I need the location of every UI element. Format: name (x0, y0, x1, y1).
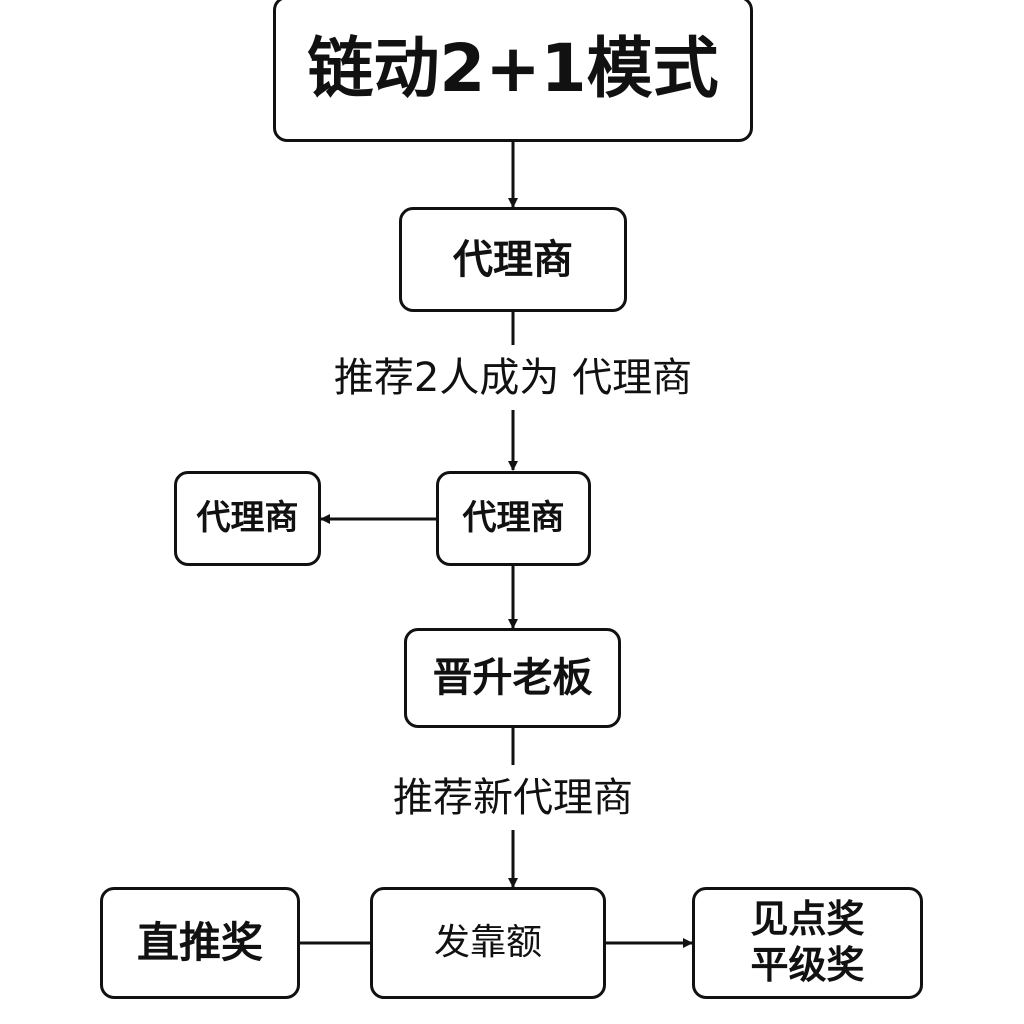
direct-award-node: 直推奖 (100, 887, 300, 999)
agent-node-top-text: 代理商 (453, 236, 573, 283)
promote-boss-text: 晋升老板 (432, 655, 593, 701)
promote-boss-node: 晋升老板 (404, 628, 621, 728)
issue-quota-text: 发靠额 (433, 922, 542, 964)
recommend-new-text: 推荐新代理商 (393, 775, 633, 821)
issue-quota-node: 发靠额 (370, 887, 606, 999)
agent-node-mid-text: 代理商 (462, 498, 565, 539)
direct-award-text: 直推奖 (136, 917, 263, 967)
recommend-two-label: 推荐2人成为 代理商 (290, 358, 736, 398)
peer-award-text: 平级奖 (750, 943, 865, 987)
agent-node-top: 代理商 (399, 207, 627, 312)
recommend-new-label: 推荐新代理商 (353, 778, 673, 818)
agent-node-left: 代理商 (174, 471, 321, 566)
title-node: 链动2+1模式 (273, 0, 753, 142)
agent-node-left-text: 代理商 (196, 498, 299, 539)
agent-node-mid: 代理商 (436, 471, 591, 566)
see-point-award-text: 见点奖 (750, 897, 865, 942)
title-text: 链动2+1模式 (307, 30, 719, 108)
recommend-two-text: 推荐2人成为 代理商 (333, 355, 693, 401)
award-group-node: 见点奖 平级奖 (692, 887, 923, 999)
